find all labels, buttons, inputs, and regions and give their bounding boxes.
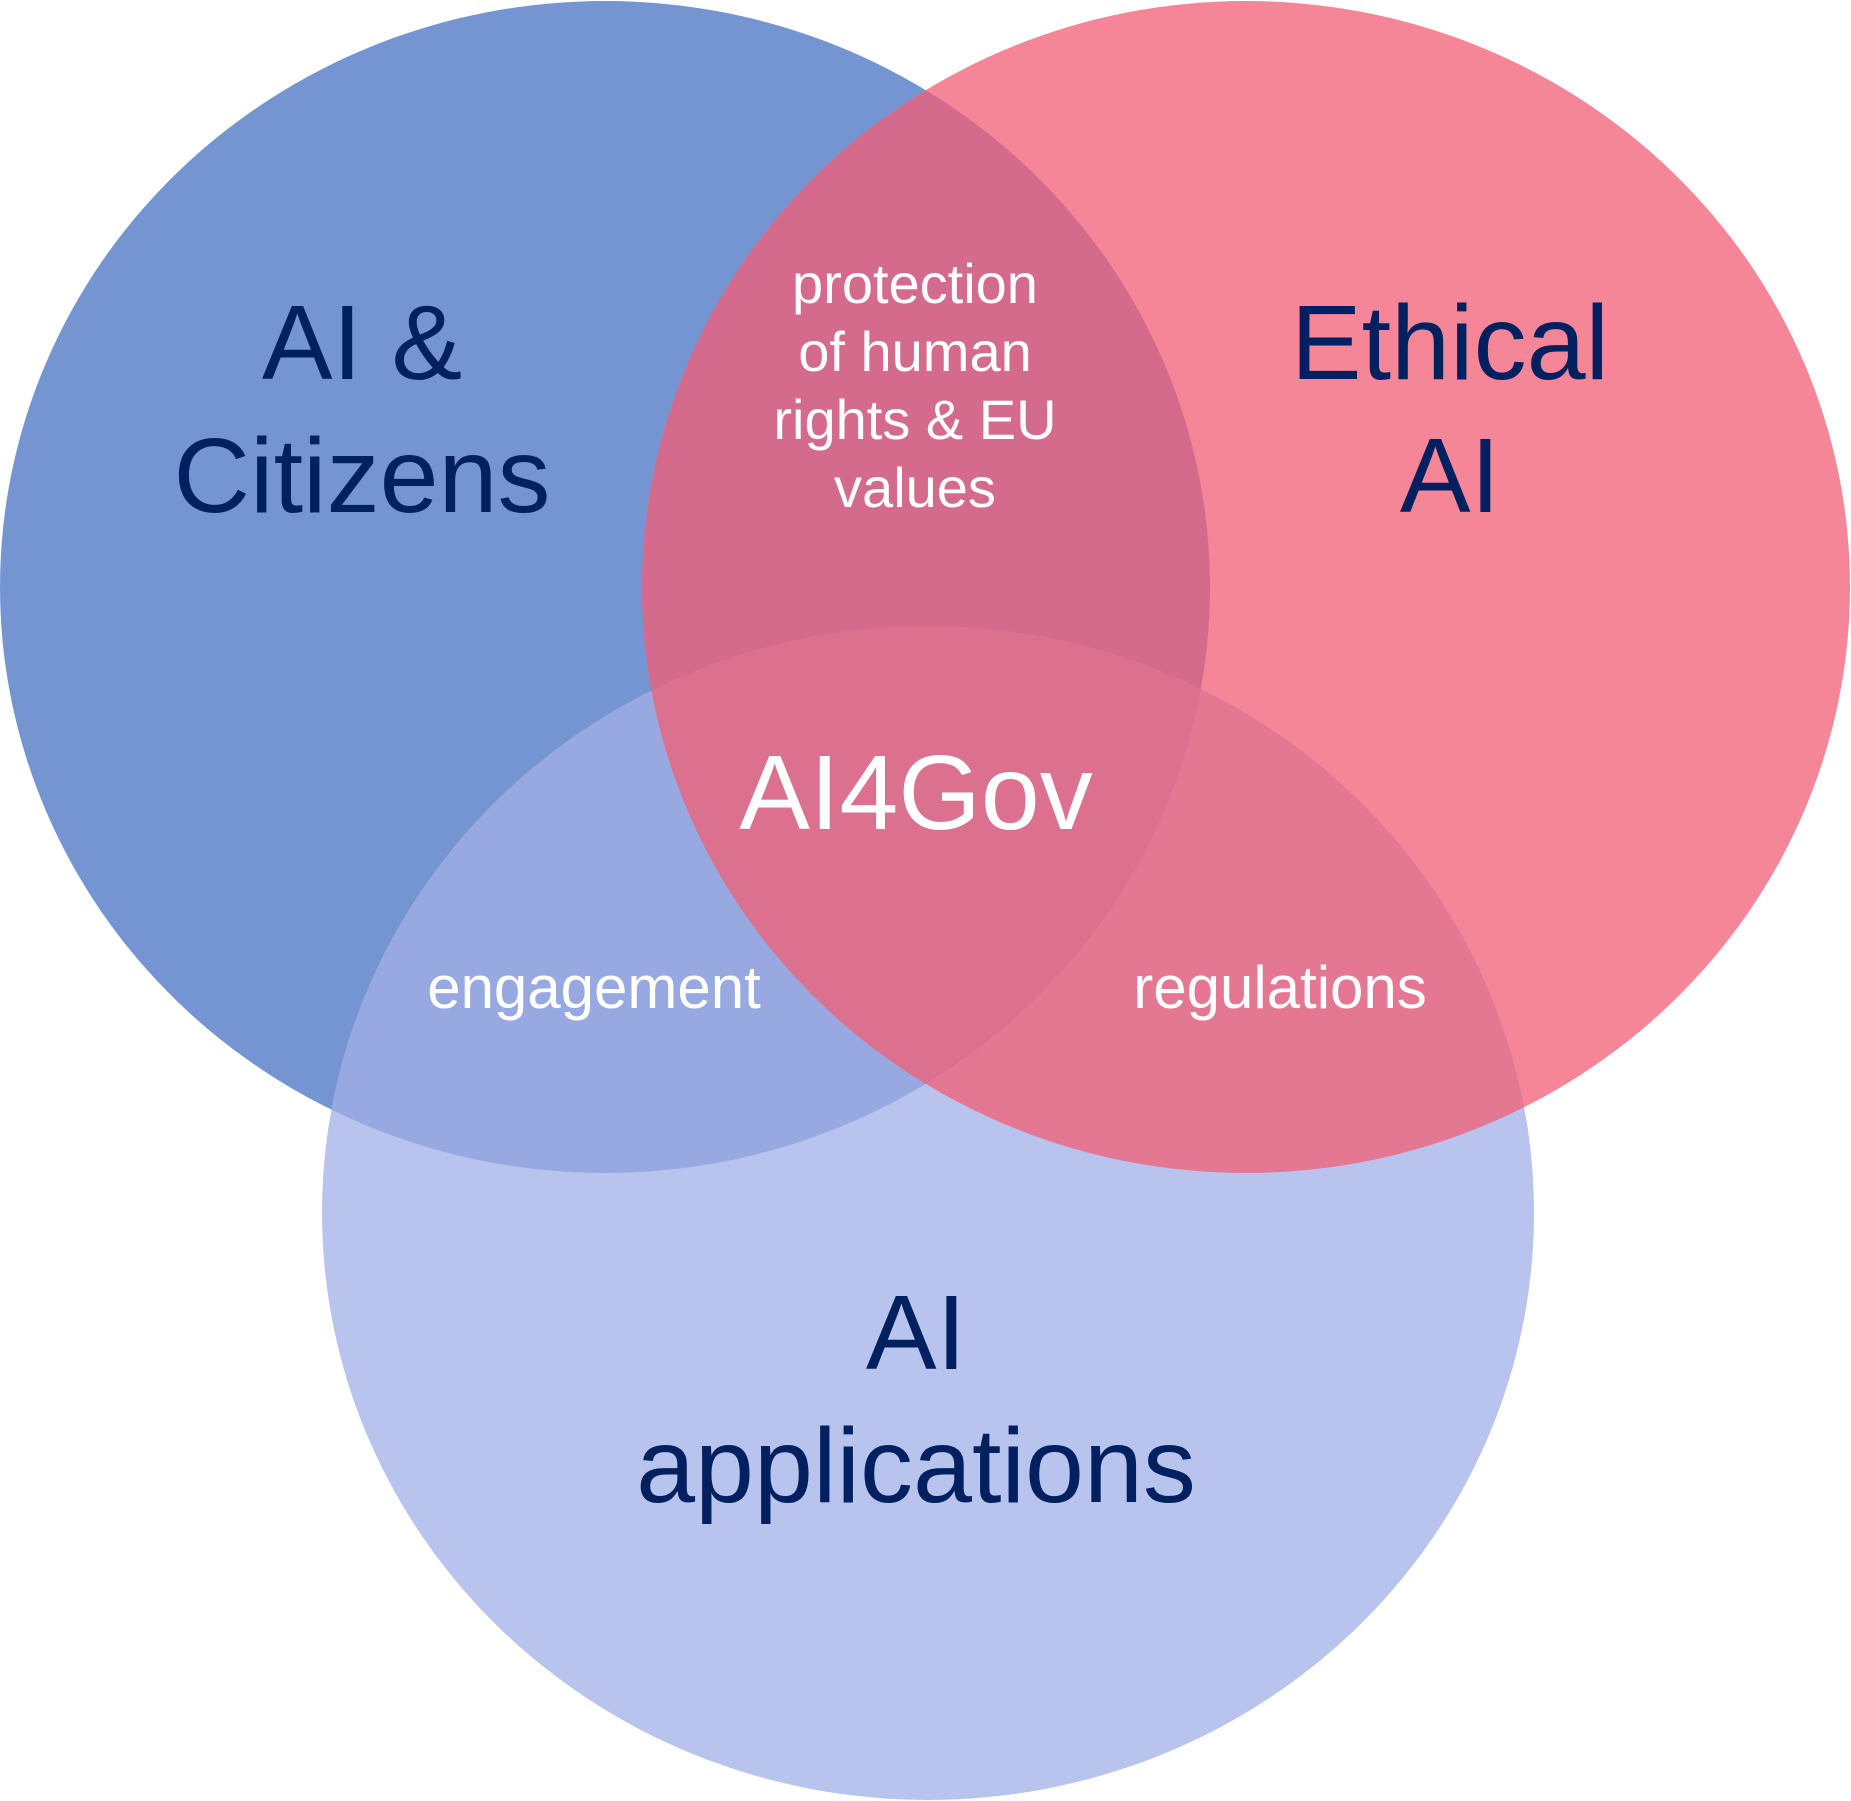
overlap-ethical-applications-outer xyxy=(642,626,1534,1173)
label-line: Citizens xyxy=(173,417,551,535)
label-regulations: regulations xyxy=(1133,954,1427,1021)
label-engagement: engagement xyxy=(427,954,761,1021)
label-line: of human xyxy=(798,320,1032,383)
label-ethical-ai: Ethical AI xyxy=(1291,290,1609,529)
label-line: AI xyxy=(1399,417,1501,535)
label-line: protection xyxy=(792,252,1038,315)
label-protection-human-rights: protection of human rights & EU values xyxy=(773,250,1056,522)
label-line: values xyxy=(834,456,996,519)
label-ai-applications: AI applications xyxy=(636,1280,1196,1519)
label-line: Ethical xyxy=(1290,284,1610,402)
label-line: AI xyxy=(865,1274,967,1392)
label-line: applications xyxy=(636,1407,1196,1525)
label-line: AI & xyxy=(261,284,463,402)
label-ai4gov: AI4Gov xyxy=(739,734,1093,852)
overlap-citizens-applications xyxy=(322,626,1210,1173)
label-line: rights & EU xyxy=(773,388,1057,451)
label-ai-citizens: AI & Citizens xyxy=(173,290,550,529)
